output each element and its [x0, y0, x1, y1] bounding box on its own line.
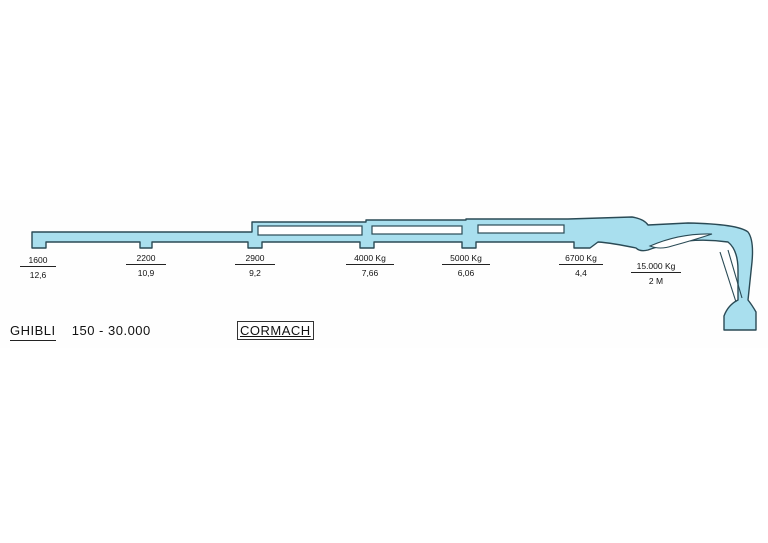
label-rule: [631, 272, 681, 273]
label-rule: [20, 266, 56, 267]
column-stripe-1: [719, 251, 737, 303]
load-point-3: 2900 9,2: [225, 253, 285, 278]
model-capacity: 150 - 30.000: [71, 323, 151, 338]
label-rule: [126, 264, 166, 265]
load-point-4: 4000 Kg 7,66: [340, 253, 400, 278]
label-rule: [559, 264, 603, 265]
load-point-7: 15.000 Kg 2 M: [626, 261, 686, 286]
load-point-5: 5000 Kg 6,06: [436, 253, 496, 278]
load-point-2: 2200 10,9: [116, 253, 176, 278]
boom-window-3: [477, 224, 565, 234]
column-stripe-2: [727, 249, 743, 299]
load-point-weight: 2200: [136, 253, 156, 263]
load-point-weight: 4000 Kg: [354, 253, 386, 263]
load-point-reach: 4,4: [575, 268, 587, 278]
load-point-reach: 10,9: [137, 268, 155, 278]
model-name: GHIBLI: [10, 323, 56, 341]
load-point-6: 6700 Kg 4,4: [551, 253, 611, 278]
load-point-weight: 2900: [245, 253, 265, 263]
load-point-reach: 7,66: [361, 268, 379, 278]
hydraulic-cylinder: [648, 233, 713, 249]
load-point-weight: 5000 Kg: [450, 253, 482, 263]
label-rule: [442, 264, 490, 265]
crane-boom-outline: [31, 216, 757, 331]
brand-logo: CORMACH: [237, 321, 314, 340]
load-point-weight: 15.000 Kg: [636, 261, 676, 271]
boom-window-2: [371, 225, 463, 235]
label-rule: [346, 264, 394, 265]
boom-window-1: [257, 225, 363, 236]
load-point-weight: 1600: [28, 255, 48, 265]
load-point-reach: 12,6: [29, 270, 47, 280]
load-point-weight: 6700 Kg: [565, 253, 597, 263]
load-point-reach: 6,06: [457, 268, 475, 278]
brand-name: CORMACH: [240, 323, 311, 338]
model-title: GHIBLI 150 - 30.000: [10, 323, 151, 341]
load-point-reach: 2 M: [648, 276, 664, 286]
label-rule: [235, 264, 275, 265]
load-point-1: 1600 12,6: [8, 255, 68, 280]
load-point-reach: 9,2: [249, 268, 261, 278]
